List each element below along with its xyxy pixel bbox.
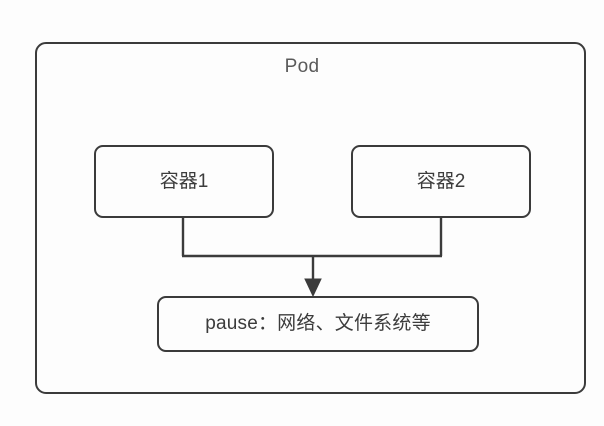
container-box-1[interactable]: 容器1 bbox=[94, 145, 274, 218]
container-box-2[interactable]: 容器2 bbox=[351, 145, 531, 218]
pause-container-box[interactable]: pause：网络、文件系统等 bbox=[157, 296, 479, 352]
pod-title-label: Pod bbox=[284, 56, 320, 77]
pause-container-label: pause：网络、文件系统等 bbox=[205, 313, 431, 334]
container-2-label: 容器2 bbox=[416, 170, 466, 192]
pod-title: Pod bbox=[0, 55, 604, 79]
container-1-label: 容器1 bbox=[159, 170, 209, 192]
